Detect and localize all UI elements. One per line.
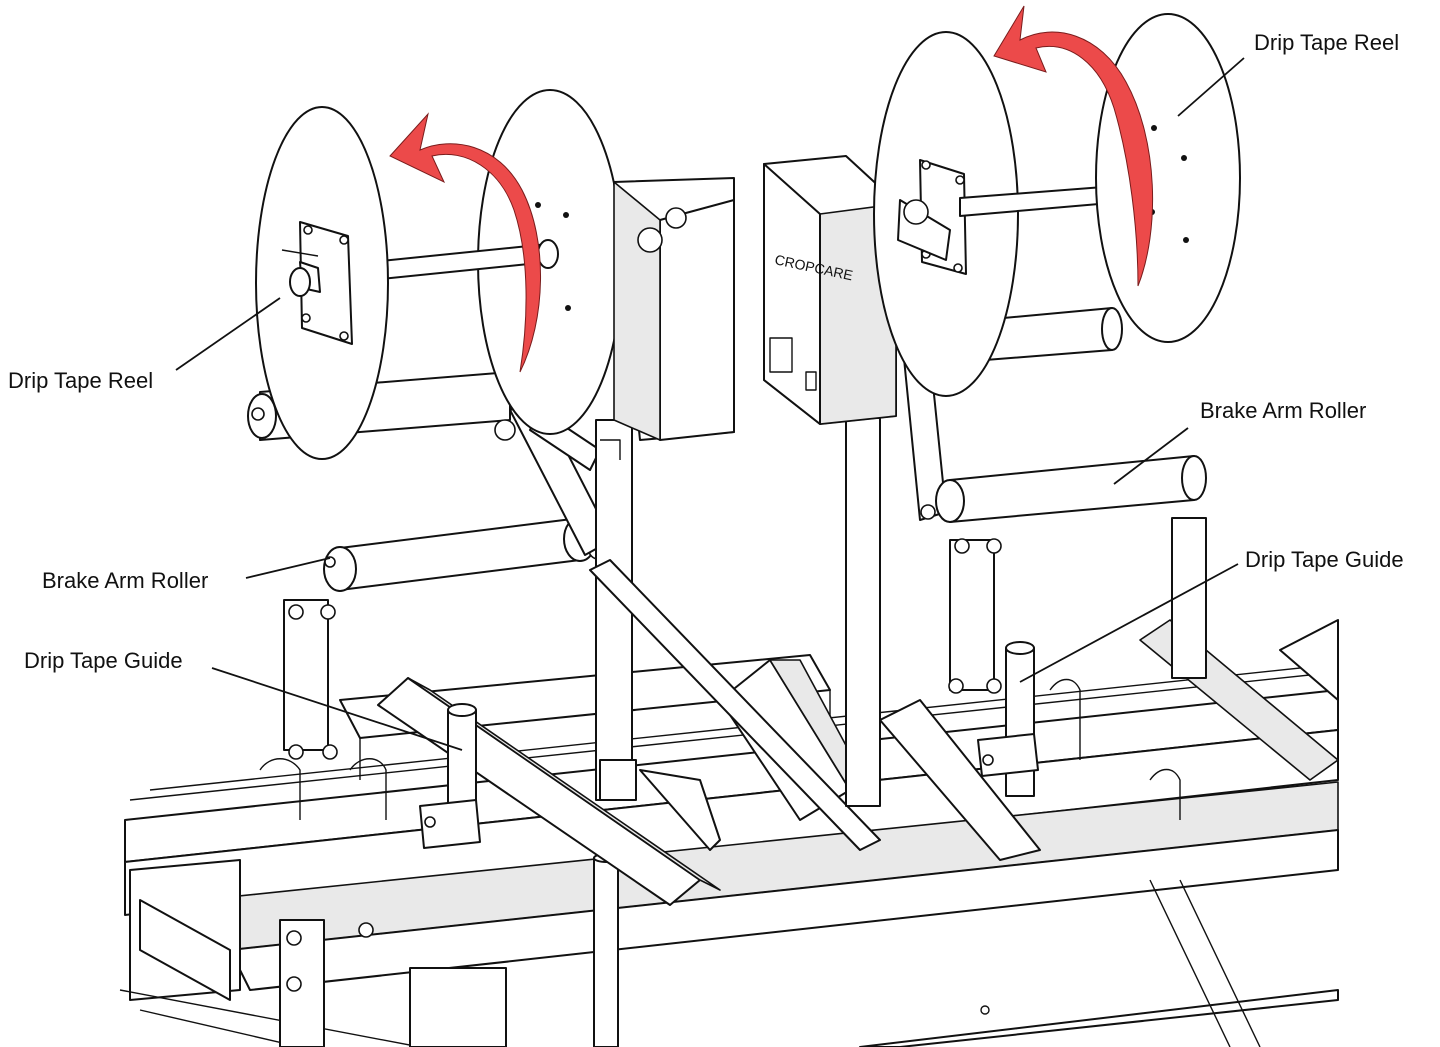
right-drip-tape-guide xyxy=(977,641,1039,797)
label-brake-arm-roller-left: Brake Arm Roller xyxy=(42,568,208,593)
label-drip-tape-reel-right: Drip Tape Reel xyxy=(1254,30,1399,55)
right-reel-assembly: CROPCARE xyxy=(763,5,1241,807)
left-brake-arm-roller xyxy=(323,516,608,592)
leader-reel-right xyxy=(1177,57,1245,117)
label-drip-tape-reel-left: Drip Tape Reel xyxy=(8,368,153,393)
label-brake-arm-roller-right: Brake Arm Roller xyxy=(1200,398,1366,423)
right-rotation-arrow-icon xyxy=(993,5,1154,287)
left-reel-assembly xyxy=(247,89,623,592)
label-drip-tape-guide-right: Drip Tape Guide xyxy=(1245,547,1404,572)
leader-reel-left xyxy=(175,297,281,371)
leader-lines xyxy=(175,57,1245,751)
left-drip-tape-guide xyxy=(419,703,481,849)
leader-roller-left xyxy=(245,557,331,579)
right-reel-front-flange xyxy=(1095,13,1241,343)
leader-roller-right xyxy=(1113,427,1189,485)
left-post-bracket xyxy=(589,177,881,851)
label-drip-tape-guide-left: Drip Tape Guide xyxy=(24,648,183,673)
callout-labels: Drip Tape Reel Drip Tape Reel Brake Arm … xyxy=(8,30,1404,673)
right-brake-arm-roller xyxy=(935,455,1207,523)
leader-guide-left xyxy=(211,667,463,751)
mounting-brackets xyxy=(259,517,1207,1047)
left-rotation-arrow-icon xyxy=(389,112,541,373)
leader-guide-right xyxy=(1019,563,1239,683)
